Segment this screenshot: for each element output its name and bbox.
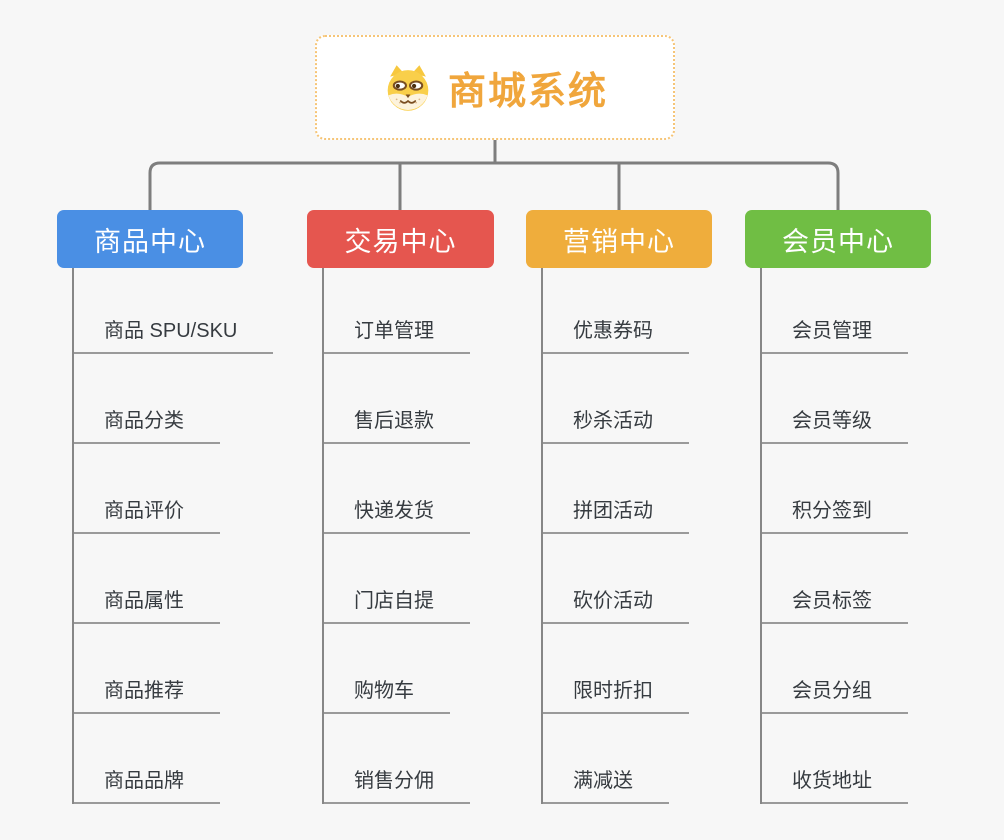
item-label[interactable]: 门店自提 [324,584,470,624]
branch-label: 交易中心 [344,226,457,257]
item-label[interactable]: 积分签到 [762,494,908,534]
list-item: 门店自提 [324,534,470,624]
item-label[interactable]: 限时折扣 [543,674,689,714]
list-item: 会员等级 [762,354,908,444]
list-item: 拼团活动 [543,444,689,534]
list-item: 优惠券码 [543,267,689,354]
item-label[interactable]: 商品品牌 [74,764,220,804]
item-label[interactable]: 会员分组 [762,674,908,714]
branch-product-center[interactable]: 商品中心 [57,210,243,268]
item-label[interactable]: 商品 SPU/SKU [74,314,274,354]
list-item: 积分签到 [762,444,908,534]
branch-marketing-center[interactable]: 营销中心 [526,210,712,268]
list-item: 订单管理 [324,267,470,354]
branch-member-center[interactable]: 会员中心 [745,210,931,268]
list-item: 砍价活动 [543,534,689,624]
list-item: 商品评价 [74,444,273,534]
item-label[interactable]: 售后退款 [324,404,470,444]
product-items-list: 商品 SPU/SKU 商品分类 商品评价 商品属性 商品推荐 商品品牌 [72,267,274,804]
item-label[interactable]: 快递发货 [324,494,470,534]
dog-face-icon [387,64,429,111]
branch-label: 商品中心 [94,226,206,257]
item-label[interactable]: 秒杀活动 [543,404,689,444]
list-item: 会员分组 [762,624,908,714]
item-label[interactable]: 会员等级 [762,404,908,444]
root-title: 商城系统 [447,71,608,113]
item-label[interactable]: 商品推荐 [74,674,220,714]
list-item: 满减送 [543,714,689,804]
item-label[interactable]: 销售分佣 [324,764,470,804]
item-label[interactable]: 会员标签 [762,584,908,624]
item-label[interactable]: 购物车 [324,674,450,714]
item-label[interactable]: 会员管理 [762,314,908,354]
item-label[interactable]: 商品分类 [74,404,220,444]
branch-trade-center[interactable]: 交易中心 [307,210,494,268]
list-item: 商品推荐 [74,624,273,714]
root-node[interactable]: 商城系统 [315,35,675,140]
list-item: 商品属性 [74,534,273,624]
list-item: 限时折扣 [543,624,689,714]
marketing-items-list: 优惠券码 秒杀活动 拼团活动 砍价活动 限时折扣 满减送 [541,267,689,804]
branch-label: 会员中心 [782,226,894,257]
item-label[interactable]: 拼团活动 [543,494,689,534]
item-label[interactable]: 砍价活动 [543,584,689,624]
list-item: 会员管理 [762,267,908,354]
list-item: 商品 SPU/SKU [74,267,274,354]
list-item: 商品品牌 [74,714,273,804]
item-label[interactable]: 商品属性 [74,584,220,624]
list-item: 秒杀活动 [543,354,689,444]
item-label[interactable]: 订单管理 [324,314,470,354]
list-item: 快递发货 [324,444,470,534]
list-item: 购物车 [324,624,470,714]
list-item: 会员标签 [762,534,908,624]
item-label[interactable]: 收货地址 [762,764,908,804]
item-label[interactable]: 商品评价 [74,494,220,534]
list-item: 销售分佣 [324,714,470,804]
list-item: 商品分类 [74,354,273,444]
item-label[interactable]: 满减送 [543,764,669,804]
member-items-list: 会员管理 会员等级 积分签到 会员标签 会员分组 收货地址 [760,267,908,804]
branch-label: 营销中心 [563,226,675,257]
item-label[interactable]: 优惠券码 [543,314,689,354]
list-item: 售后退款 [324,354,470,444]
list-item: 收货地址 [762,714,908,804]
trade-items-list: 订单管理 售后退款 快递发货 门店自提 购物车 销售分佣 [322,267,470,804]
